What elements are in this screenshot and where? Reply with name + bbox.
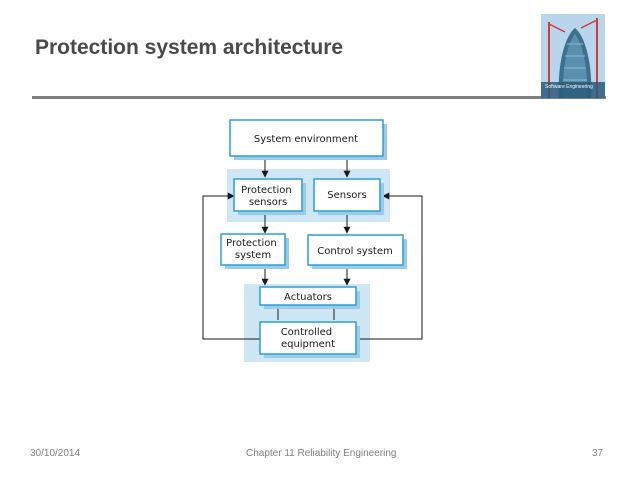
system-environment-label: System environment <box>254 134 358 145</box>
cover-label: Software Engineering <box>545 84 593 90</box>
svg-text:Protection system: Protection system <box>226 238 280 261</box>
svg-text:Protection sensors: Protection sensors <box>241 185 295 208</box>
svg-text:Control system: Control system <box>317 246 392 257</box>
node-actuators: Actuators <box>259 286 360 309</box>
control-system-label: Control system <box>317 246 392 257</box>
protection-sensors-label-line1: Protection <box>241 185 292 196</box>
book-cover-image: Software Engineering <box>541 14 605 98</box>
actuators-label: Actuators <box>284 292 332 303</box>
protection-system-label-line1: Protection <box>226 238 277 249</box>
node-controlled-equipment: Controlled equipment <box>259 321 360 358</box>
svg-text:Sensors: Sensors <box>327 190 367 201</box>
svg-text:System environment: System environment <box>254 134 358 145</box>
node-protection-sensors: Protection sensors <box>233 178 306 215</box>
protection-system-label-line2: system <box>235 250 271 261</box>
title-divider <box>32 96 606 99</box>
svg-text:Controlled equipment: Controlled equipment <box>281 327 336 350</box>
slide-title: Protection system architecture <box>35 36 344 59</box>
node-control-system: Control system <box>307 234 407 269</box>
feedback-to-sensors <box>359 192 423 340</box>
feedback-to-protection-sensors <box>202 192 260 340</box>
footer-date: 30/10/2014 <box>30 448 81 459</box>
cover-illustration <box>541 14 605 98</box>
node-protection-system: Protection system <box>220 233 289 269</box>
protection-sensors-label-line2: sensors <box>249 197 287 208</box>
node-sensors: Sensors <box>313 178 384 215</box>
controlled-equipment-label-line2: equipment <box>281 339 335 350</box>
footer-page-number: 37 <box>592 448 604 459</box>
sensors-label: Sensors <box>327 190 367 201</box>
node-system-environment: System environment <box>229 119 387 160</box>
footer-chapter: Chapter 11 Reliability Engineering <box>246 448 397 459</box>
controlled-equipment-label-line1: Controlled <box>281 327 332 338</box>
svg-text:Actuators: Actuators <box>284 292 332 303</box>
